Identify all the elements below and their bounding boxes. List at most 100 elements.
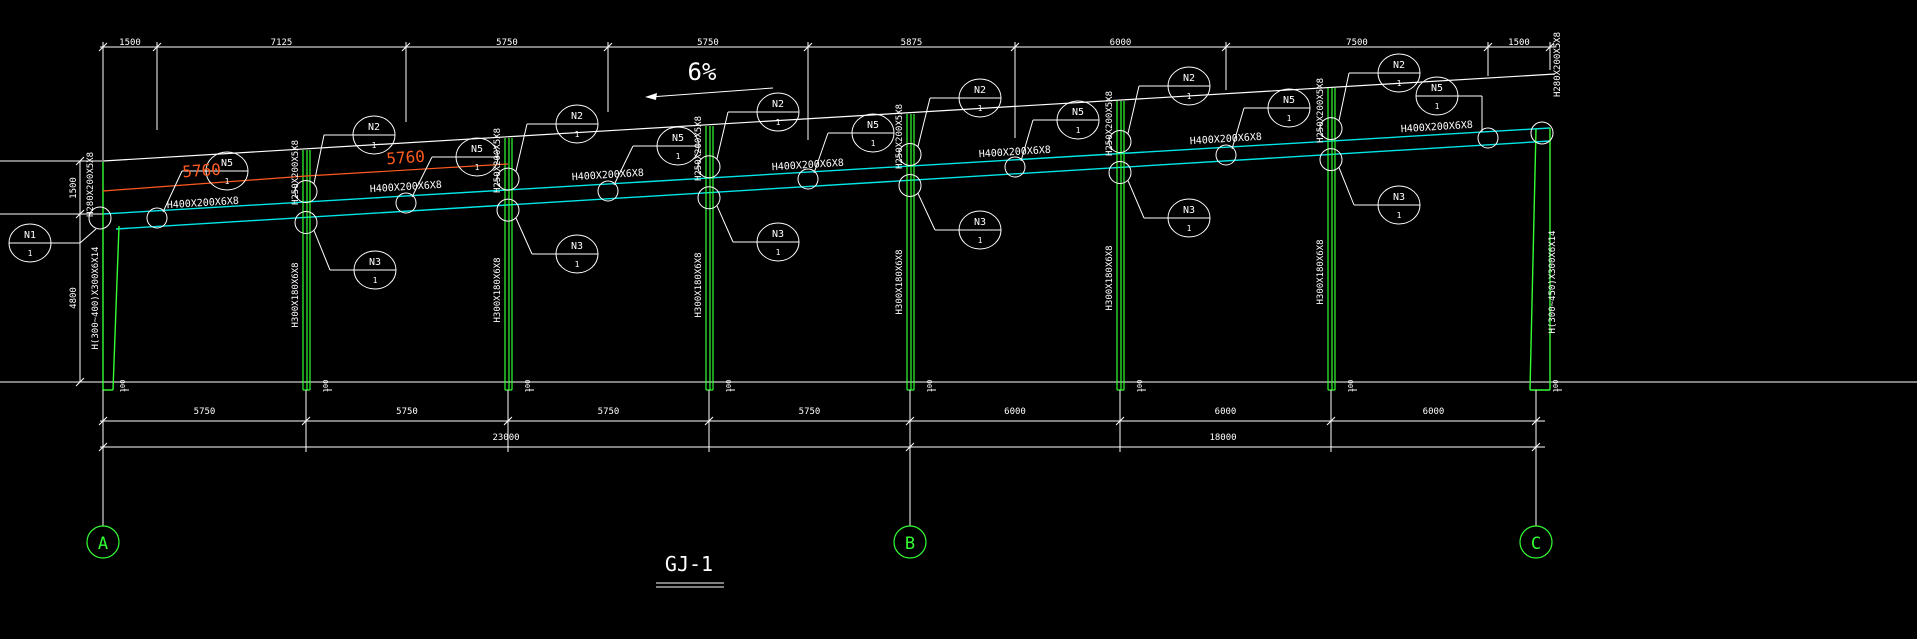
- node-id-label: N5: [1283, 95, 1295, 106]
- connection-circle: [597, 180, 619, 202]
- node-id-label: N2: [1183, 73, 1195, 84]
- connection-circle: [146, 207, 168, 229]
- column-section-label: H300X180X6X8: [1105, 245, 1115, 310]
- beam-section-label: H400X200X6X8: [166, 196, 239, 211]
- node-id-label: N1: [24, 230, 36, 241]
- leader-line: [79, 228, 97, 244]
- leader-line: [716, 205, 734, 243]
- leader-line: [411, 156, 433, 198]
- dim-slash: [1326, 416, 1336, 426]
- column-head-label: H250X200X5X8: [1105, 91, 1115, 156]
- node-id-label: N5: [1431, 83, 1443, 94]
- leader-line: [917, 97, 931, 147]
- dim-slash: [1115, 416, 1125, 426]
- left-dim-label: 1500: [69, 177, 79, 199]
- dim-slash: [704, 416, 714, 426]
- node-count-label: 1: [1076, 126, 1081, 135]
- red-dim-line: [305, 163, 509, 177]
- column-head-label: H250X200X5X8: [694, 116, 704, 181]
- connection-circle: [395, 192, 417, 214]
- leader-line: [917, 193, 936, 231]
- node-count-label: 1: [28, 249, 33, 258]
- total-dim-label: 18000: [1209, 433, 1236, 443]
- beam-section-label: H400X200X6X8: [1400, 120, 1473, 135]
- dim-slash: [75, 156, 85, 166]
- beam-section-label: H400X200X6X8: [1189, 132, 1262, 147]
- top-dim-label: 7500: [1346, 38, 1368, 48]
- top-dim-label: 1500: [1508, 38, 1530, 48]
- node-id-label: N3: [369, 257, 381, 268]
- dim-slash: [98, 416, 108, 426]
- node-count-label: 1: [1187, 92, 1192, 101]
- node-id-label: N2: [772, 99, 784, 110]
- connection-circle: [1004, 156, 1026, 178]
- rafter-top: [102, 127, 1551, 215]
- column-head-label: H280X200X5X8: [86, 152, 96, 217]
- slope-label: 6%: [688, 58, 717, 86]
- bottom-dim-label: 6000: [1004, 407, 1026, 417]
- connection-circle: [496, 167, 520, 191]
- node-id-label: N3: [1183, 205, 1195, 216]
- dim-slash: [1531, 442, 1541, 452]
- connection-circle: [496, 198, 520, 222]
- base-mark-label: 100: [1136, 380, 1144, 393]
- leader-line: [515, 123, 528, 172]
- node-count-label: 1: [1187, 224, 1192, 233]
- left-dim-label: 4800: [69, 287, 79, 309]
- column-head-label: H280X200X5X8: [1553, 32, 1563, 97]
- column-head-label: H250X200X5X8: [895, 104, 905, 169]
- dim-slash: [503, 416, 513, 426]
- roof-line: [102, 73, 1556, 162]
- column-head-label: H250X200X5X8: [291, 140, 301, 205]
- leader-line: [1127, 85, 1140, 134]
- leader-line: [1338, 167, 1355, 206]
- axis-label: C: [1531, 534, 1541, 554]
- top-dim-label: 1500: [119, 38, 141, 48]
- node-id-label: N5: [672, 133, 684, 144]
- dim-slash: [905, 416, 915, 426]
- column-section-label: H(300~400)X300X6X14: [91, 247, 101, 350]
- connection-circle: [1319, 117, 1343, 141]
- beam-section-label: H400X200X6X8: [978, 145, 1051, 160]
- dim-slash: [75, 209, 85, 219]
- node-id-label: N3: [772, 229, 784, 240]
- axis-bubble: [893, 525, 927, 559]
- axis-label: A: [98, 534, 108, 554]
- leader-line: [162, 170, 183, 213]
- axis-label: B: [905, 534, 915, 554]
- slope-arrow-head: [645, 93, 657, 100]
- leader-line: [313, 230, 331, 271]
- node-id-label: N2: [571, 111, 583, 122]
- top-dim-label: 6000: [1110, 38, 1132, 48]
- node-count-label: 1: [978, 104, 983, 113]
- dim-slash: [905, 442, 915, 452]
- connection-circle: [898, 173, 922, 197]
- node-id-label: N5: [221, 158, 233, 169]
- node-id-label: N3: [571, 241, 583, 252]
- beam-section-label: H400X200X6X8: [571, 168, 644, 183]
- column-head-label: H250X200X5X8: [493, 128, 503, 193]
- base-mark-label: 100: [322, 380, 330, 393]
- node-id-label: N3: [974, 217, 986, 228]
- column-section-label: H300X180X6X8: [493, 257, 503, 322]
- dim-slash: [98, 442, 108, 452]
- bottom-dim-label: 5750: [598, 407, 620, 417]
- connection-circle: [294, 211, 318, 235]
- leader-line: [716, 111, 729, 159]
- axis-bubble: [86, 525, 120, 559]
- node-id-label: N3: [1393, 192, 1405, 203]
- top-dim-label: 5875: [901, 38, 923, 48]
- node-count-label: 1: [871, 139, 876, 148]
- drawing-geometry: [0, 42, 1917, 588]
- connection-circle: [1215, 144, 1237, 166]
- node-count-label: 1: [1435, 102, 1440, 111]
- red-dim-label: 5760: [386, 147, 426, 169]
- dim-slash: [301, 416, 311, 426]
- node-id-label: N5: [1072, 107, 1084, 118]
- leader-line: [613, 145, 634, 186]
- node-id-label: N5: [867, 120, 879, 131]
- column-edge: [1529, 128, 1537, 391]
- total-dim-label: 23000: [492, 433, 519, 443]
- node-count-label: 1: [978, 236, 983, 245]
- column-section-label: H300X180X6X8: [694, 252, 704, 317]
